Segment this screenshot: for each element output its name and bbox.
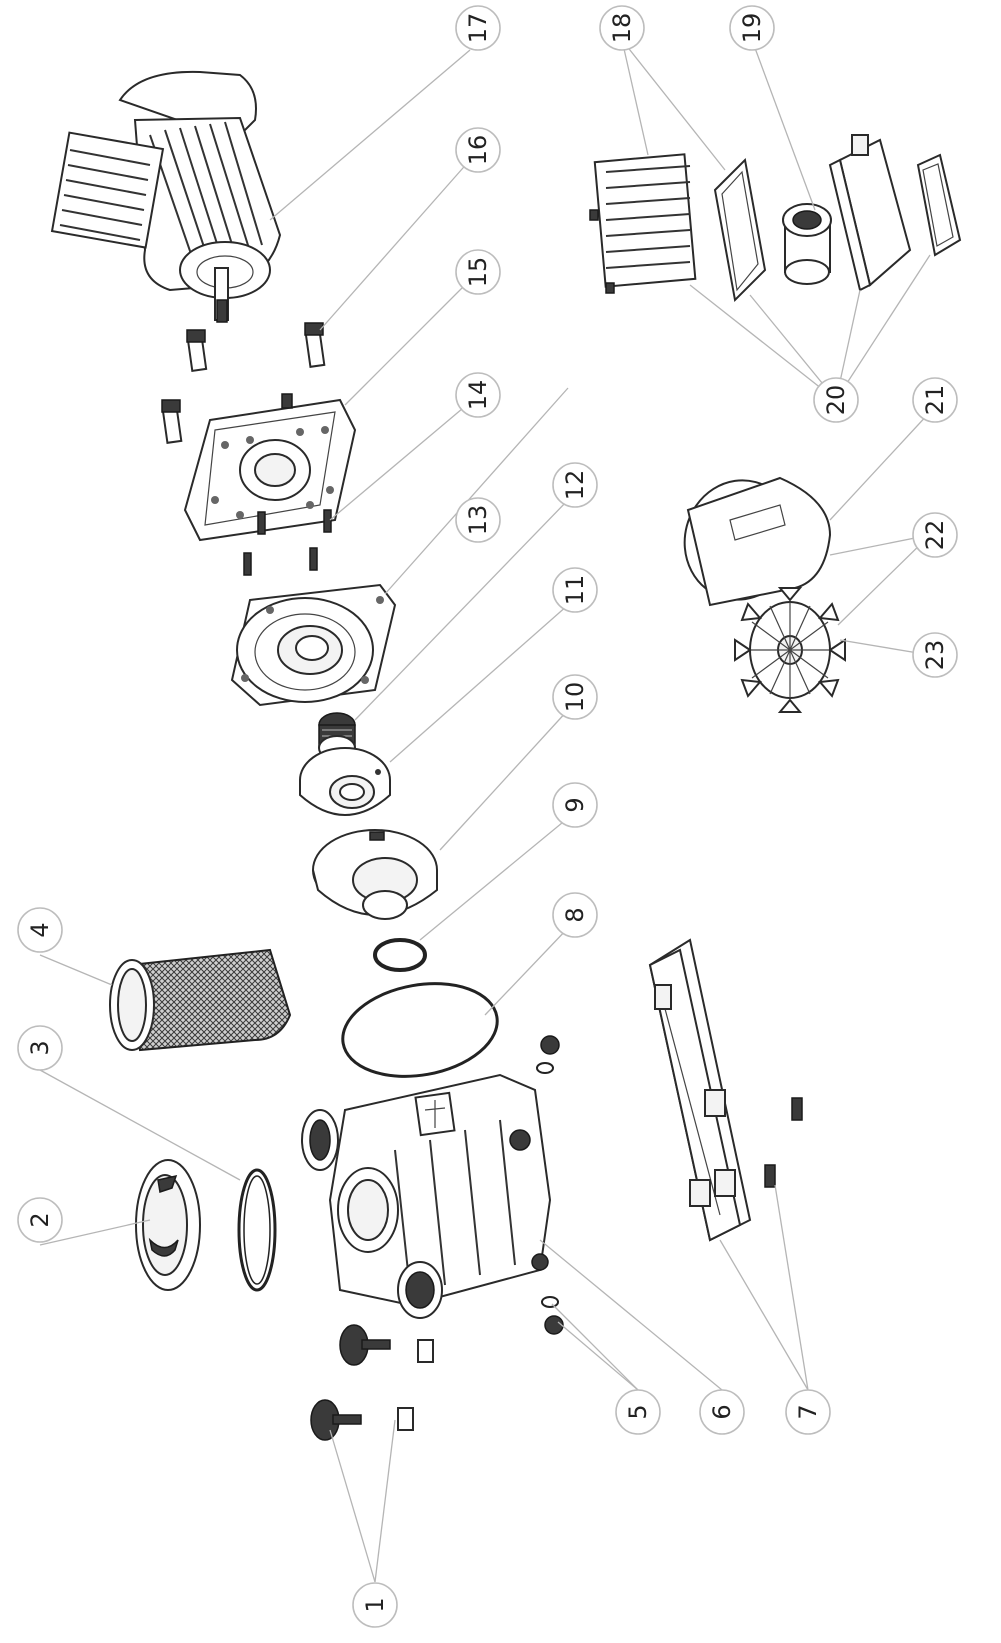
callout-17-label: 17 — [464, 13, 492, 44]
callout-16-label: 16 — [464, 135, 492, 166]
callout-14: 14 — [455, 372, 501, 418]
callout-8: 8 — [552, 892, 598, 938]
callout-9: 9 — [552, 782, 598, 828]
seal-plate-part — [230, 583, 397, 707]
callout-15: 15 — [455, 249, 501, 295]
terminal-box-part — [589, 153, 697, 294]
callout-18-label: 18 — [608, 13, 636, 44]
base-plate-part — [648, 938, 803, 1242]
terminal-gasket-part — [713, 157, 767, 303]
motor-bolts-part — [161, 322, 326, 444]
lid-part — [135, 1159, 201, 1291]
screws-part — [243, 509, 332, 576]
pump-housing-part — [301, 1073, 552, 1319]
callout-7-label: 7 — [794, 1404, 822, 1419]
leader-lines — [39, 39, 931, 1583]
callout-19: 19 — [729, 5, 775, 51]
callout-20-label: 20 — [822, 385, 850, 416]
callout-22: 22 — [912, 512, 958, 558]
callout-12: 12 — [552, 462, 598, 508]
callout-22-label: 22 — [921, 520, 949, 551]
callout-11-label: 11 — [561, 575, 589, 606]
callout-21: 21 — [912, 377, 958, 423]
large-oring-part — [341, 982, 499, 1078]
callout-12-label: 12 — [561, 470, 589, 501]
drain-plugs-part — [536, 1035, 564, 1335]
callout-7: 7 — [785, 1389, 831, 1435]
callout-23-label: 23 — [921, 640, 949, 671]
callout-18: 18 — [599, 5, 645, 51]
motor-part — [50, 70, 282, 323]
callout-19-label: 19 — [738, 13, 766, 44]
callout-1: 1 — [352, 1582, 398, 1628]
callout-15-label: 15 — [464, 257, 492, 288]
callout-4-label: 4 — [26, 922, 54, 937]
fan-part — [734, 587, 846, 713]
lid-knobs-part — [310, 1324, 434, 1441]
callout-6: 6 — [699, 1389, 745, 1435]
diffuser-part — [312, 829, 438, 920]
strainer-basket-part — [109, 948, 292, 1052]
small-oring-part — [373, 938, 427, 972]
callout-17: 17 — [455, 5, 501, 51]
impeller-part — [299, 747, 391, 816]
callout-23: 23 — [912, 632, 958, 678]
callout-9-label: 9 — [561, 797, 589, 812]
callout-10: 10 — [552, 674, 598, 720]
callout-14-label: 14 — [464, 380, 492, 411]
callout-5-label: 5 — [624, 1404, 652, 1419]
adapter-flange-part — [183, 393, 357, 542]
callout-21-label: 21 — [921, 385, 949, 416]
callout-16: 16 — [455, 127, 501, 173]
lid-oring-part — [237, 1168, 277, 1292]
callout-1-label: 1 — [361, 1597, 389, 1612]
fan-cover-part — [683, 476, 832, 607]
terminal-body-part — [828, 134, 962, 292]
callout-8-label: 8 — [561, 907, 589, 922]
callout-3: 3 — [17, 1025, 63, 1071]
callout-11: 11 — [552, 567, 598, 613]
callout-13-label: 13 — [464, 505, 492, 536]
callout-2-label: 2 — [26, 1212, 54, 1227]
callout-2: 2 — [17, 1197, 63, 1243]
callout-10-label: 10 — [561, 682, 589, 713]
callout-20: 20 — [813, 377, 859, 423]
callout-13: 13 — [455, 497, 501, 543]
callout-6-label: 6 — [708, 1404, 736, 1419]
callout-5: 5 — [615, 1389, 661, 1435]
callout-4: 4 — [17, 907, 63, 953]
capacitor-part — [782, 203, 832, 285]
callout-3-label: 3 — [26, 1040, 54, 1055]
